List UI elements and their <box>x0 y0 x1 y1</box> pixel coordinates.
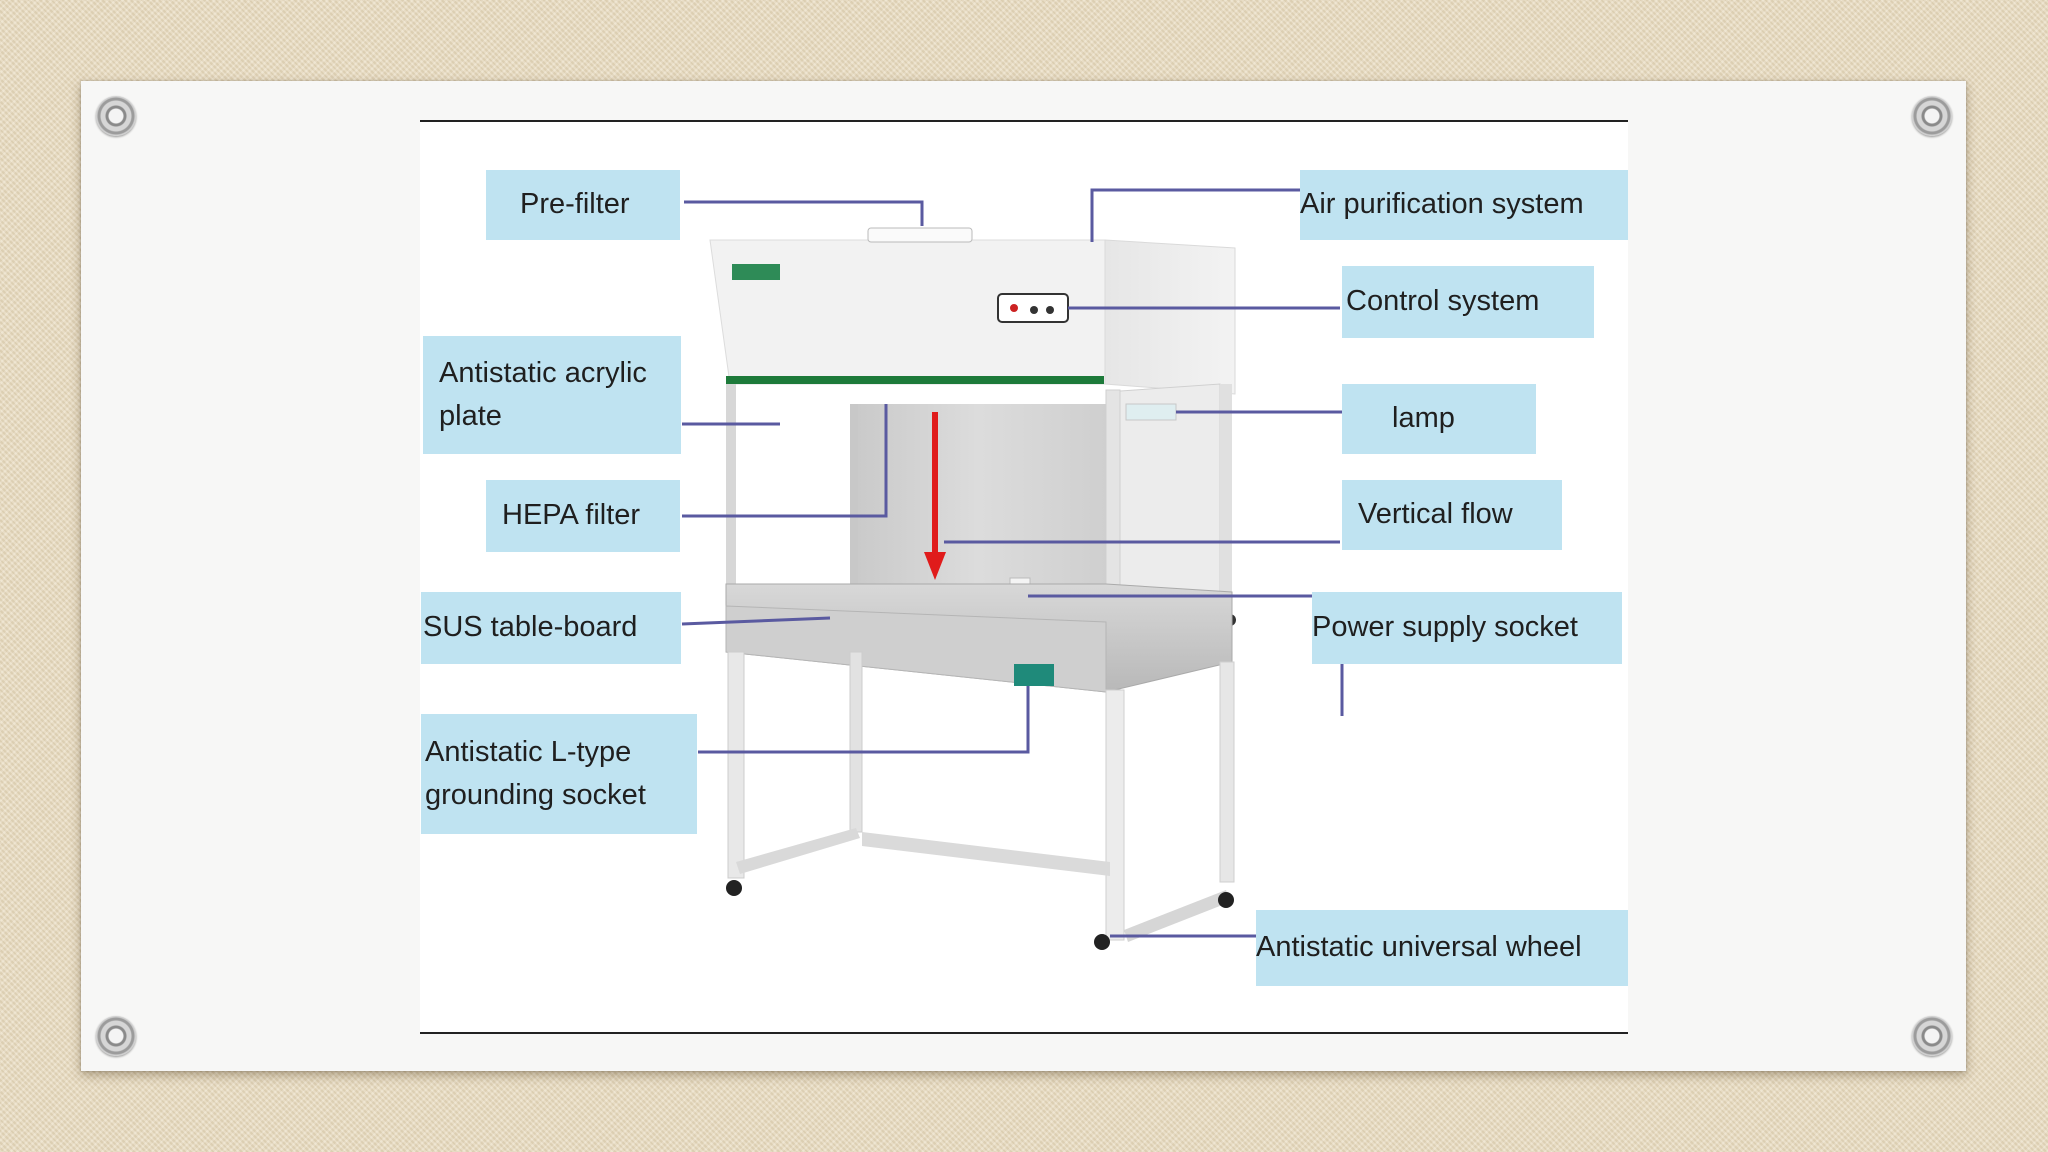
label-antistatic-acrylic-line2: plate <box>439 400 502 432</box>
label-power-supply-socket: Power supply socket <box>1312 592 1622 664</box>
label-grounding-line2: grounding socket <box>425 779 646 811</box>
clean-bench-illustration <box>681 188 1344 950</box>
wheel-icon <box>1094 934 1110 950</box>
label-antistatic-acrylic-plate: Antistatic acrylic plate <box>423 336 681 454</box>
wheel-icon <box>1218 892 1234 908</box>
table-board <box>725 583 1233 693</box>
stand-frame <box>726 651 1235 950</box>
label-hepa-filter: HEPA filter <box>486 480 680 552</box>
leader-lines <box>681 188 1344 938</box>
label-antistatic-acrylic-line1: Antistatic acrylic <box>439 356 647 389</box>
label-lamp: lamp <box>1342 384 1536 454</box>
label-air-purification-system: Air purification system <box>1300 170 1628 240</box>
label-control-system: Control system <box>1342 266 1594 338</box>
label-grounding-line1: Antistatic L-type <box>425 735 632 768</box>
label-universal-wheel: Antistatic universal wheel <box>1256 910 1628 986</box>
label-universal-wheel-text: Antistatic universal wheel <box>1256 931 1582 964</box>
hood <box>709 227 1236 395</box>
diagram-figure: Pre-filter Air purification system Contr… <box>420 120 1628 1034</box>
label-air-purification-system-text: Air purification system <box>1300 188 1584 221</box>
label-vertical-flow: Vertical flow <box>1342 480 1562 550</box>
label-power-supply-socket-text: Power supply socket <box>1312 611 1578 644</box>
grommet-bottom-right-icon <box>1912 1016 1952 1056</box>
label-pre-filter-text: Pre-filter <box>520 188 630 221</box>
label-grounding-socket: Antistatic L-type grounding socket <box>421 714 697 834</box>
grommet-bottom-left-icon <box>96 1016 136 1056</box>
brand-logo-icon <box>732 264 780 280</box>
label-vertical-flow-text: Vertical flow <box>1358 498 1513 531</box>
airflow-arrow-icon <box>924 412 946 580</box>
grommet-top-left-icon <box>96 96 136 136</box>
label-sus-table-board: SUS table-board <box>421 592 681 664</box>
grounding-socket-icon <box>1014 664 1054 686</box>
grommet-top-right-icon <box>1912 96 1952 136</box>
label-pre-filter: Pre-filter <box>486 170 680 240</box>
label-hepa-filter-text: HEPA filter <box>502 499 641 532</box>
label-lamp-text: lamp <box>1392 402 1455 435</box>
work-chamber <box>726 383 1236 691</box>
label-control-system-text: Control system <box>1346 285 1540 318</box>
label-sus-table-board-text: SUS table-board <box>423 611 638 644</box>
wheel-icon <box>726 880 742 896</box>
